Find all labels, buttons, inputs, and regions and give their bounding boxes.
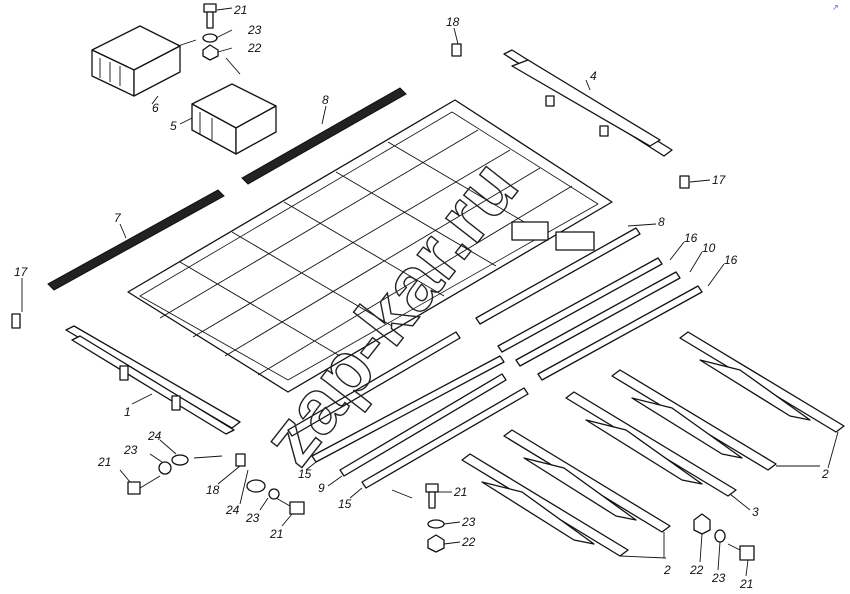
callout-2: 2 [663,563,671,577]
callout-23: 23 [247,23,262,37]
frame-box [511,221,549,241]
side-rail-7 [47,189,225,291]
callout-21: 21 [453,485,467,499]
callout-17: 17 [14,265,29,279]
callout-21: 21 [269,527,283,541]
frame-box [555,231,595,251]
nut-22-top [202,44,219,61]
callout-15: 15 [298,467,312,481]
side-rail-8-top [241,87,407,185]
box-5 [191,83,277,155]
bracket-17-right [679,175,690,189]
arrow [177,39,197,47]
callout-7: 7 [114,211,122,225]
nut-22-center [427,534,445,553]
callout-23: 23 [461,515,476,529]
leader-lines [21,7,839,577]
frame-long-member [159,129,479,319]
washer-23-right [714,529,726,543]
callout-22: 22 [689,563,704,577]
frame-inner [139,111,599,381]
callout-8: 8 [322,93,329,107]
arrow [391,489,413,499]
washer-23-center [427,519,445,529]
frame-cross-member [387,141,549,237]
washer-23-mid [268,488,280,500]
cross-beam-4 [503,49,673,157]
truss-2-c [503,429,671,533]
callout-18: 18 [206,483,220,497]
callout-2: 2 [821,467,829,481]
callout-16: 16 [724,253,738,267]
washer-23-top [202,33,218,43]
frame-cross-member [335,171,497,267]
bolt-21-mid [275,497,305,515]
corner-mark: ↗ [832,3,839,12]
bolt-21-top [203,3,217,29]
bolt-21-center [425,483,439,509]
rail-8-lower [475,227,641,325]
callout-24: 24 [147,429,162,443]
callout-10: 10 [702,241,716,255]
washer-24-mid [246,479,266,493]
washer-23-left [158,461,172,475]
callout-21: 21 [97,455,111,469]
callout-23: 23 [245,511,260,525]
rail-16-upper [497,257,663,353]
rail-9 [339,373,507,477]
cross-beam-1 [65,325,241,435]
frame-long-member [257,185,573,376]
rail-15-upper [311,355,505,463]
bracket-17-left [11,313,21,329]
bracket-18-top [451,43,462,57]
callout-21: 21 [233,3,247,17]
callout-1: 1 [124,405,131,419]
truss-2-b [611,369,777,471]
callout-23: 23 [123,443,138,457]
callout-labels: 21 23 22 6 5 8 18 4 17 7 17 8 16 10 16 1… [14,3,829,591]
rail-16-lower [537,285,703,381]
truss-3 [565,391,737,497]
bolt-21-right [727,543,755,561]
frame-long-member [224,167,541,357]
nut-22-right [693,513,711,535]
callout-5: 5 [170,119,177,133]
box-6 [91,25,181,97]
frame-cross-member [179,261,341,357]
frame-cross-member [231,231,393,327]
callout-15: 15 [338,497,352,511]
washer-24-left [171,454,189,466]
callout-23: 23 [711,571,726,585]
rail-10 [515,271,681,367]
rail-15-lower [361,387,529,489]
arrow [193,455,223,459]
callout-9: 9 [318,481,325,495]
frame-cross-member [283,201,445,297]
callout-21: 21 [739,577,753,591]
callout-8: 8 [658,215,665,229]
callout-17: 17 [712,173,727,187]
callout-4: 4 [590,69,597,83]
rail-front [287,331,461,437]
platform-frame [127,99,613,393]
callout-18: 18 [446,15,460,29]
truss-2-d [461,453,629,557]
bracket-18-bottom [235,453,246,467]
callout-3: 3 [752,505,759,519]
bolt-21-left [127,475,161,495]
frame-long-member [192,149,511,338]
callout-24: 24 [225,503,240,517]
callout-6: 6 [152,101,159,115]
arrow [225,57,241,75]
callout-22: 22 [461,535,476,549]
callout-16: 16 [684,231,698,245]
truss-2-a [679,331,845,433]
callout-22: 22 [247,41,262,55]
